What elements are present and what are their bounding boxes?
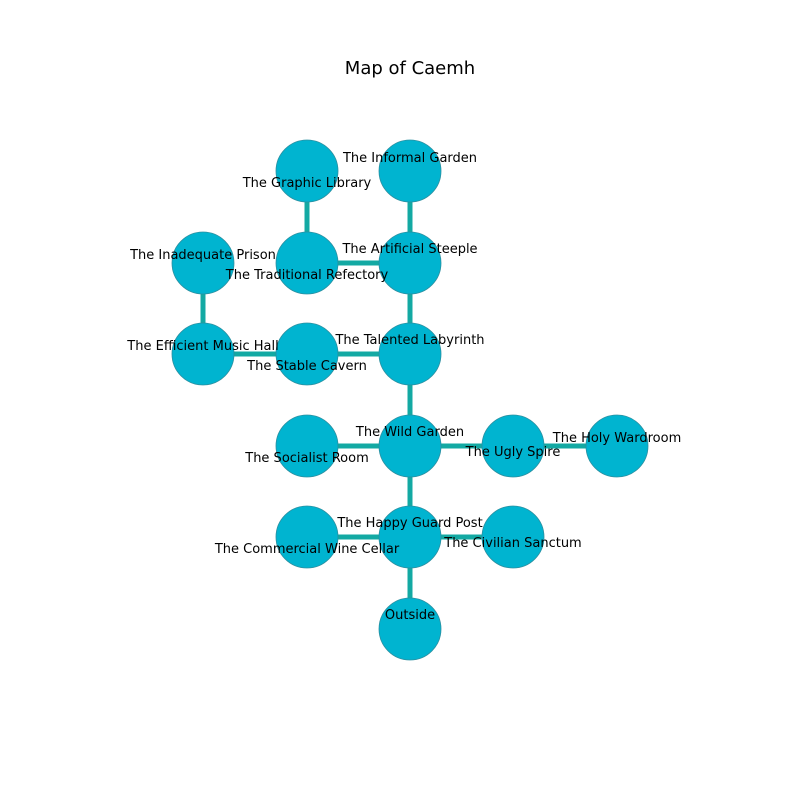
room-node-ugly-spire	[481, 414, 545, 478]
room-node-traditional-refectory	[275, 231, 339, 295]
room-label-happy-guard-post: The Happy Guard Post	[336, 516, 482, 531]
map-title: Map of Caemh	[345, 58, 475, 79]
room-label-inadequate-prison: The Inadequate Prison	[129, 248, 276, 263]
room-label-ugly-spire: The Ugly Spire	[465, 445, 561, 460]
room-label-socialist-room: The Socialist Room	[244, 451, 369, 466]
room-label-talented-labyrinth: The Talented Labyrinth	[334, 333, 484, 348]
room-node-happy-guard-post	[378, 505, 442, 569]
room-label-wild-garden: The Wild Garden	[355, 425, 464, 440]
room-label-informal-garden: The Informal Garden	[342, 151, 477, 166]
room-node-holy-wardroom	[585, 414, 649, 478]
room-label-efficient-music-hall: The Efficient Music Hall	[126, 339, 278, 354]
room-node-efficient-music-hall	[171, 322, 235, 386]
room-node-commercial-wine-cellar	[275, 505, 339, 569]
room-label-artificial-steeple: The Artificial Steeple	[341, 242, 477, 257]
room-node-artificial-steeple	[378, 231, 442, 295]
room-node-civilian-sanctum	[481, 505, 545, 569]
room-node-talented-labyrinth	[378, 322, 442, 386]
room-label-holy-wardroom: The Holy Wardroom	[552, 431, 681, 446]
room-label-outside: Outside	[385, 608, 435, 623]
room-node-stable-cavern	[275, 322, 339, 386]
room-node-graphic-library	[275, 139, 339, 203]
room-label-traditional-refectory: The Traditional Refectory	[225, 268, 389, 283]
room-node-informal-garden	[378, 139, 442, 203]
room-label-civilian-sanctum: The Civilian Sanctum	[443, 536, 581, 551]
room-node-outside	[378, 597, 442, 661]
room-node-inadequate-prison	[171, 231, 235, 295]
room-node-socialist-room	[275, 414, 339, 478]
rooms	[171, 139, 649, 661]
room-label-graphic-library: The Graphic Library	[242, 176, 372, 191]
room-node-wild-garden	[378, 414, 442, 478]
room-label-commercial-wine-cellar: The Commercial Wine Cellar	[214, 542, 400, 557]
room-label-stable-cavern: The Stable Cavern	[246, 359, 367, 374]
